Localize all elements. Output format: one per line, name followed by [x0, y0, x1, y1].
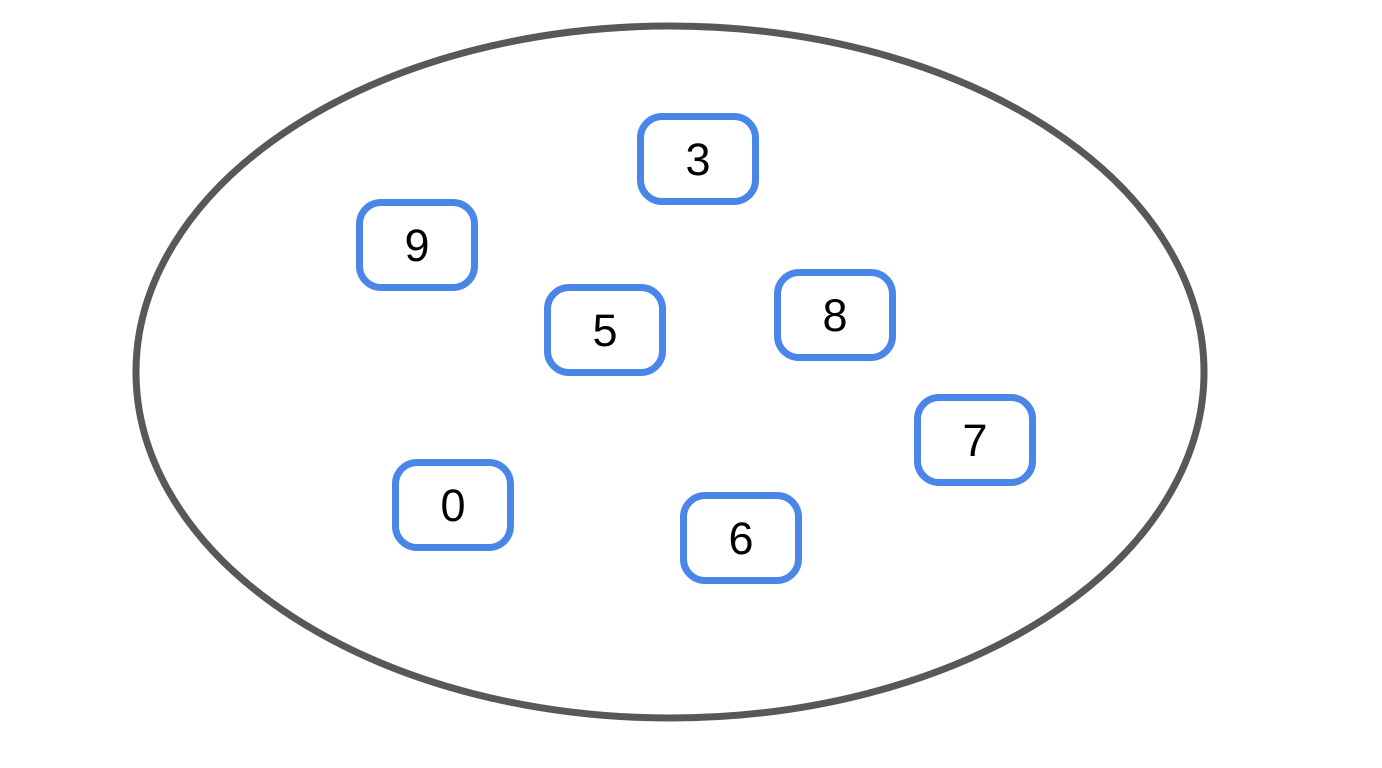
number-card-label: 3 — [685, 133, 711, 185]
number-card-label: 8 — [822, 289, 848, 341]
number-card-label: 7 — [962, 414, 988, 466]
number-card-label: 5 — [592, 304, 618, 356]
number-card-3[interactable]: 3 — [637, 113, 759, 205]
number-card-label: 9 — [404, 219, 430, 271]
number-card-5[interactable]: 5 — [544, 284, 666, 376]
number-card-7[interactable]: 7 — [914, 394, 1036, 486]
number-card-label: 0 — [440, 479, 466, 531]
number-card-label: 6 — [728, 512, 754, 564]
number-card-6[interactable]: 6 — [680, 492, 802, 584]
number-card-9[interactable]: 9 — [356, 199, 478, 291]
number-card-8[interactable]: 8 — [774, 269, 896, 361]
number-card-0[interactable]: 0 — [392, 459, 514, 551]
